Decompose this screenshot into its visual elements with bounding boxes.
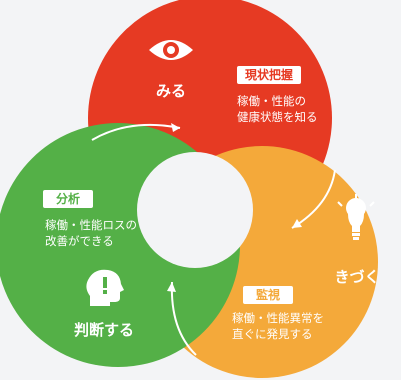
see-desc-line2: 健康状態を知る xyxy=(237,110,318,124)
head-exclamation-icon xyxy=(86,269,124,306)
see-tag: 現状把握 xyxy=(237,66,301,84)
judge-tag-label: 分析 xyxy=(56,191,80,206)
lightbulb-icon xyxy=(337,194,375,240)
notice-desc-line2: 直ぐに発見する xyxy=(232,327,313,341)
notice-title: きづく xyxy=(334,268,379,286)
arrow-see-to-judge xyxy=(91,123,181,141)
eye-icon xyxy=(149,40,193,60)
judge-tag: 分析 xyxy=(43,190,93,208)
judge-title: 判断する xyxy=(74,321,134,339)
judge-desc-line2: 改善ができる xyxy=(45,234,114,248)
notice-tag-label: 監視 xyxy=(256,287,280,302)
see-desc-line1: 稼働・性能の xyxy=(237,94,306,108)
arrow-head xyxy=(171,123,180,132)
see-title: みる xyxy=(156,82,186,100)
center-hole xyxy=(137,152,253,268)
arrow-head xyxy=(167,282,176,292)
see-tag-label: 現状把握 xyxy=(245,67,293,82)
notice-desc-line1: 稼働・性能異常を xyxy=(232,311,324,325)
judge-desc-line1: 稼働・性能ロスの xyxy=(45,218,137,232)
arrow-head xyxy=(292,219,302,228)
notice-tag: 監視 xyxy=(243,286,293,304)
